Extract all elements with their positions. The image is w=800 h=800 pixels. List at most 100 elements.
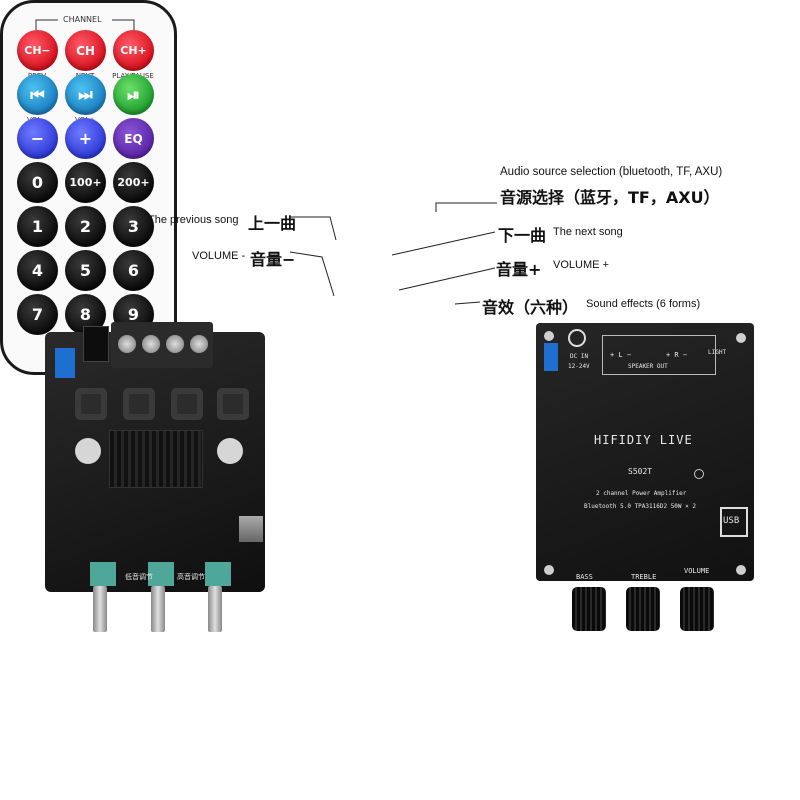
terminal-screw [142, 335, 160, 353]
dc-jack [568, 329, 586, 347]
bass-knob-label: 低音调节 [125, 573, 153, 581]
mount-hole [736, 333, 746, 343]
bass-knob[interactable] [572, 587, 606, 631]
usb-port [239, 516, 263, 542]
eight-button-label: 8 [79, 305, 92, 324]
volume-up-label-zh: 音量+ [496, 260, 542, 279]
one-button-label: 1 [31, 217, 44, 236]
inductor [123, 388, 155, 420]
inductor [171, 388, 203, 420]
amplifier-board-front: 低音调节 高音调节 [45, 322, 265, 592]
seven-button-label: 7 [31, 305, 44, 324]
volume-knob[interactable] [680, 587, 714, 631]
volume-down-label-en: VOLUME - [192, 250, 246, 262]
volume-up-button-label: + [78, 129, 93, 148]
treble-knob[interactable] [626, 587, 660, 631]
play-pause-button[interactable]: ⏯ [113, 74, 154, 115]
plus200-button[interactable]: 200+ [113, 162, 154, 203]
channel-label: CHANNEL [63, 15, 102, 24]
next-button[interactable]: ⏭ [65, 74, 106, 115]
ch-minus-button[interactable]: CH− [17, 30, 58, 71]
heatsink [109, 430, 203, 488]
remote-control: CHANNEL CH−PREVCHNEXTCH+PLAY/PAUSE⏮VOL−⏭… [0, 0, 177, 375]
spec-label: Bluetooth 5.0 TPA3116D2 50W × 2 [584, 503, 696, 510]
power-terminal [55, 348, 75, 378]
potentiometer [90, 562, 116, 586]
four-button[interactable]: 4 [17, 250, 58, 291]
potentiometer [205, 562, 231, 586]
eq-label-zh: 音效（六种） [482, 298, 579, 317]
zero-button[interactable]: 0 [17, 162, 58, 203]
zero-button-label: 0 [31, 173, 44, 192]
dc-in-label: DC IN [570, 353, 589, 360]
channel-bracket [35, 19, 135, 30]
eq-button[interactable]: EQ [113, 118, 154, 159]
mount-hole [544, 565, 554, 575]
volume-down-button-label: − [30, 129, 45, 148]
treble-label: TREBLE [631, 573, 657, 581]
two-button-label: 2 [79, 217, 92, 236]
mount-hole [736, 565, 746, 575]
two-button[interactable]: 2 [65, 206, 106, 247]
light-label: LIGHT [708, 349, 727, 356]
six-button-label: 6 [127, 261, 140, 280]
model-label: S502T [628, 467, 653, 476]
three-button-label: 3 [127, 217, 140, 236]
prev-button-label: ⏮ [30, 84, 45, 104]
capacitor [217, 438, 243, 464]
plus100-button[interactable]: 100+ [65, 162, 106, 203]
volume-up-button[interactable]: + [65, 118, 106, 159]
mount-hole [544, 331, 554, 341]
eq-label-en: Sound effects (6 forms) [586, 298, 701, 310]
plus200-button-label: 200+ [117, 176, 150, 189]
usb-port [720, 507, 748, 537]
play-pause-button-label: ⏯ [127, 84, 140, 104]
volume-label: VOLUME [684, 567, 710, 575]
dc-jack [83, 326, 109, 362]
prev-song-label-en: The previous song [148, 214, 239, 226]
volume-down-label-zh: 音量− [250, 250, 296, 269]
five-button-label: 5 [79, 261, 92, 280]
power-terminal [544, 343, 558, 371]
terminal-screw [190, 335, 208, 353]
dc-voltage-label: 12-24V [568, 363, 590, 370]
indicator-led [694, 469, 704, 479]
seven-button[interactable]: 7 [17, 294, 58, 335]
eq-button-label: EQ [124, 131, 143, 146]
speaker-right-label: + R − [666, 351, 688, 359]
next-button-label: ⏭ [78, 84, 93, 104]
ch-plus-button-label: CH+ [120, 44, 147, 57]
ch-button[interactable]: CH [65, 30, 106, 71]
next-song-label-zh: 下一曲 [498, 226, 547, 245]
source-selection-label-zh: 音源选择（蓝牙，TF，AXU） [500, 188, 720, 207]
inductor [217, 388, 249, 420]
terminal-screw [166, 335, 184, 353]
four-button-label: 4 [31, 261, 44, 280]
ch-button-label: CH [76, 43, 95, 58]
treble-knob-label: 高音调节 [177, 573, 205, 581]
volume-down-button[interactable]: − [17, 118, 58, 159]
ch-plus-button[interactable]: CH+ [113, 30, 154, 71]
source-selection-label-en: Audio source selection (bluetooth, TF, A… [500, 166, 723, 178]
prev-button[interactable]: ⏮ [17, 74, 58, 115]
speaker-out-label: SPEAKER OUT [628, 363, 668, 370]
brand-label: HIFIDIY LIVE [594, 433, 693, 447]
terminal-screw [118, 335, 136, 353]
inductor [75, 388, 107, 420]
next-song-label-en: The next song [553, 226, 623, 238]
speaker-left-label: + L − [610, 351, 632, 359]
speaker-out-box [602, 335, 716, 375]
description-label: 2 channel Power Amplifier [596, 490, 687, 497]
amplifier-panel: DC IN 12-24V + L − + R − SPEAKER OUT LIG… [536, 323, 754, 581]
knob-shaft [208, 586, 222, 632]
six-button[interactable]: 6 [113, 250, 154, 291]
knob-shaft [151, 586, 165, 632]
ch-minus-button-label: CH− [24, 44, 51, 57]
five-button[interactable]: 5 [65, 250, 106, 291]
three-button[interactable]: 3 [113, 206, 154, 247]
prev-song-label-zh: 上一曲 [248, 214, 297, 233]
potentiometer [148, 562, 174, 586]
volume-up-label-en: VOLUME + [553, 259, 609, 271]
knob-shaft [93, 586, 107, 632]
one-button[interactable]: 1 [17, 206, 58, 247]
